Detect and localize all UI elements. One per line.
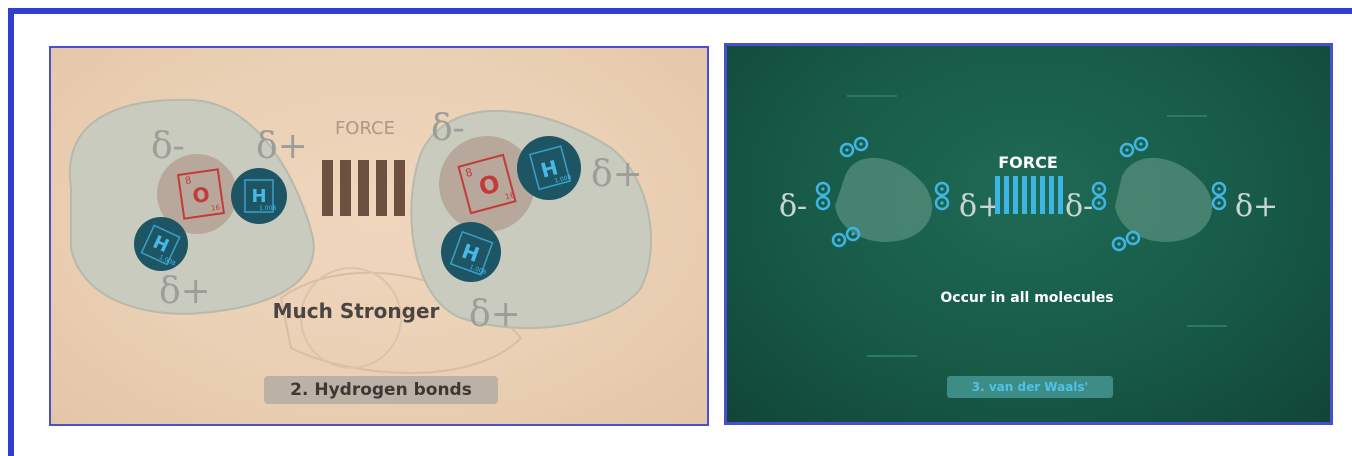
right-hydrogen-mass-1: 1.008 (554, 174, 573, 185)
vdw-force-bar (1004, 176, 1009, 214)
electron-pairs (815, 136, 1227, 252)
electron-icon (1125, 230, 1141, 246)
electron-icon (1091, 181, 1107, 197)
right-delta-plus-bottom: δ+ (469, 294, 521, 335)
vdw-left-delta-minus: δ- (779, 189, 807, 224)
electron-icon (934, 195, 950, 211)
left-molecule-cloud (835, 157, 933, 242)
vdw-force-bar (1058, 176, 1063, 214)
electron-dot (821, 187, 825, 191)
vdw-force-bar (1013, 176, 1018, 214)
electron-icon (815, 195, 831, 211)
electron-dot (837, 238, 841, 242)
left-hydrogen-atom-2 (134, 217, 188, 271)
right-oxygen-mass: 16 (504, 190, 516, 201)
left-hydrogen-mass-1: 1.008 (259, 205, 276, 212)
left-delta-plus-bottom: δ+ (159, 271, 211, 312)
right-molecule-cloud (1115, 157, 1213, 242)
electron-dot (1217, 201, 1221, 205)
electron-dot (940, 187, 944, 191)
electron-dot (845, 148, 849, 152)
hydrogen-force-bars (322, 160, 405, 216)
electron-dot (940, 201, 944, 205)
hydrogen-force-bar (322, 160, 333, 216)
electron-icon (1133, 136, 1149, 152)
left-oxygen-element-box (177, 168, 225, 220)
left-hydrogen-symbol-1: H (251, 186, 266, 207)
electron-icon (1091, 195, 1107, 211)
hydrogen-force-bar (358, 160, 369, 216)
right-hydrogen-symbol-1: H (538, 155, 560, 183)
right-delta-minus: δ- (431, 108, 465, 149)
left-hydrogen-element-box-1 (244, 179, 274, 213)
van-der-waals-panel: δ- δ+ δ- δ+ FORCE Occur in all molecules… (724, 43, 1333, 425)
hydrogen-bonds-panel: O 8 16 H 1.008 H 1.008 O 8 16 H 1.008 H … (49, 46, 709, 426)
electron-dot (821, 201, 825, 205)
electron-icon (1111, 236, 1127, 252)
electron-icon (1211, 195, 1227, 211)
electron-icon (1119, 142, 1135, 158)
right-hydrogen-atom-1 (517, 136, 581, 200)
electron-dot (851, 232, 855, 236)
hydrogen-force-bar (376, 160, 387, 216)
right-hydrogen-symbol-2: H (459, 239, 483, 267)
vdw-force-bars (995, 176, 1063, 214)
electron-icon (934, 181, 950, 197)
vdw-description: Occur in all molecules (940, 290, 1113, 306)
frame-border-top (10, 8, 1352, 14)
electron-dot (1217, 187, 1221, 191)
right-oxygen-number: 8 (464, 166, 474, 180)
electron-dot (1097, 201, 1101, 205)
electron-icon (839, 142, 855, 158)
left-oxygen-mass: 16 (211, 203, 221, 212)
vdw-right-delta-minus: δ- (1065, 189, 1093, 224)
hydrogen-bonds-illustration: O 8 16 H 1.008 H 1.008 O 8 16 H 1.008 H … (68, 98, 652, 374)
vdw-force-bar (1031, 176, 1036, 214)
hydrogen-bonds-caption: 2. Hydrogen bonds (264, 376, 498, 404)
background-circle (300, 267, 402, 369)
vdw-force-bar (995, 176, 1000, 214)
right-oxygen-atom (439, 136, 535, 232)
electron-dot (859, 142, 863, 146)
right-oxygen-element-box (457, 153, 517, 215)
vdw-right-delta-plus: δ+ (1235, 189, 1278, 224)
vdw-force-bar (1022, 176, 1027, 214)
hydrogen-force-bar (340, 160, 351, 216)
electron-dot (1139, 142, 1143, 146)
electron-icon (845, 226, 861, 242)
electron-icon (815, 181, 831, 197)
frame-border-left (8, 8, 14, 456)
left-delta-plus-top: δ+ (256, 126, 308, 167)
strength-label: Much Stronger (273, 299, 440, 323)
van-der-waals-illustration: δ- δ+ δ- δ+ FORCE Occur in all molecules (779, 95, 1278, 357)
electron-dot (1117, 242, 1121, 246)
background-swirl (279, 271, 523, 374)
vdw-force-label: FORCE (998, 153, 1058, 172)
hydrogen-force-label: FORCE (335, 118, 395, 139)
electron-dot (1097, 187, 1101, 191)
electron-dot (1125, 148, 1129, 152)
electron-icon (831, 232, 847, 248)
vdw-force-bar (1040, 176, 1045, 214)
left-oxygen-number: 8 (184, 175, 192, 187)
right-hydrogen-atom-2 (441, 222, 501, 282)
right-delta-plus-top: δ+ (591, 154, 643, 195)
right-hydrogen-element-box-1 (528, 145, 571, 191)
electron-icon (1211, 181, 1227, 197)
vdw-force-bar (1049, 176, 1054, 214)
electron-dot (1131, 236, 1135, 240)
left-hydrogen-element-box-2 (140, 224, 181, 266)
electron-icon (853, 136, 869, 152)
left-delta-minus: δ- (151, 126, 185, 167)
van-der-waals-caption: 3. van der Waals' (947, 376, 1113, 398)
right-hydrogen-element-box-2 (449, 230, 494, 276)
left-oxygen-symbol: O (191, 182, 211, 208)
hydrogen-force-bar (394, 160, 405, 216)
